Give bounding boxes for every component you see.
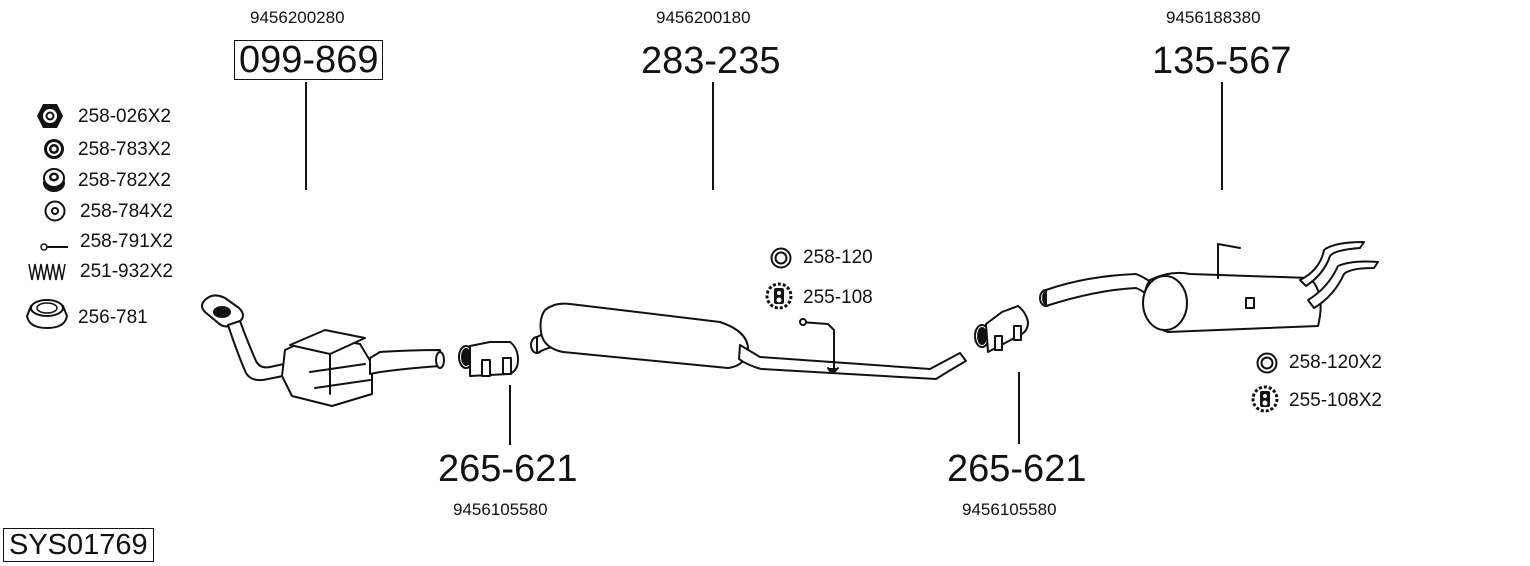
leader-line — [509, 385, 511, 445]
middle-silencer-illustration[interactable] — [530, 302, 967, 380]
bolt-icon — [40, 243, 68, 251]
part-number-rear[interactable]: 135-567 — [1152, 40, 1292, 82]
oem-number-rear: 9456188380 — [1166, 8, 1261, 27]
fitting-kit-label: 258-782X2 — [78, 170, 171, 191]
ring-washer-icon — [44, 200, 66, 222]
oem-number-clamp-2: 9456105580 — [962, 500, 1057, 519]
fitting-kit-label: 258-784X2 — [80, 201, 173, 222]
stacked-washer-icon — [43, 168, 65, 192]
fitting-kit-label: 256-781 — [78, 307, 148, 328]
leader-line — [1018, 372, 1020, 444]
rubber-mount-icon — [765, 282, 793, 310]
clamp-illustration-1[interactable] — [458, 341, 519, 377]
leader-line — [712, 82, 714, 190]
hex-nut-icon — [37, 104, 63, 128]
leader-line — [305, 82, 307, 190]
system-id: SYS01769 — [3, 528, 154, 562]
catalytic-converter-illustration[interactable] — [201, 294, 445, 407]
oem-number-cat: 9456200280 — [250, 8, 345, 27]
rubber-ring-icon — [770, 247, 792, 269]
clamp-illustration-2[interactable] — [974, 305, 1029, 353]
accessory-label: 258-120 — [803, 247, 873, 268]
rubber-mount-icon — [1251, 385, 1279, 413]
part-number-clamp-2[interactable]: 265-621 — [947, 448, 1087, 490]
washer-icon — [44, 139, 64, 159]
part-number-cat[interactable]: 099-869 — [234, 40, 384, 80]
oem-number-clamp-1: 9456105580 — [453, 500, 548, 519]
gasket-ring-icon — [25, 299, 69, 330]
part-number-clamp-1[interactable]: 265-621 — [438, 448, 578, 490]
fitting-kit-label: 258-791X2 — [80, 231, 173, 252]
accessory-label: 255-108X2 — [1289, 390, 1382, 411]
fitting-kit-label: 258-026X2 — [78, 106, 171, 127]
accessory-label: 258-120X2 — [1289, 352, 1382, 373]
fitting-kit-label: 258-783X2 — [78, 139, 171, 160]
spring-icon — [28, 263, 66, 281]
rubber-ring-icon — [1256, 352, 1278, 374]
leader-line — [1221, 82, 1223, 190]
part-number-middle[interactable]: 283-235 — [641, 40, 781, 82]
rear-silencer-illustration[interactable] — [1039, 241, 1379, 333]
oem-number-middle: 9456200180 — [656, 8, 751, 27]
accessory-label: 255-108 — [803, 287, 873, 308]
fitting-kit-label: 251-932X2 — [80, 261, 173, 282]
